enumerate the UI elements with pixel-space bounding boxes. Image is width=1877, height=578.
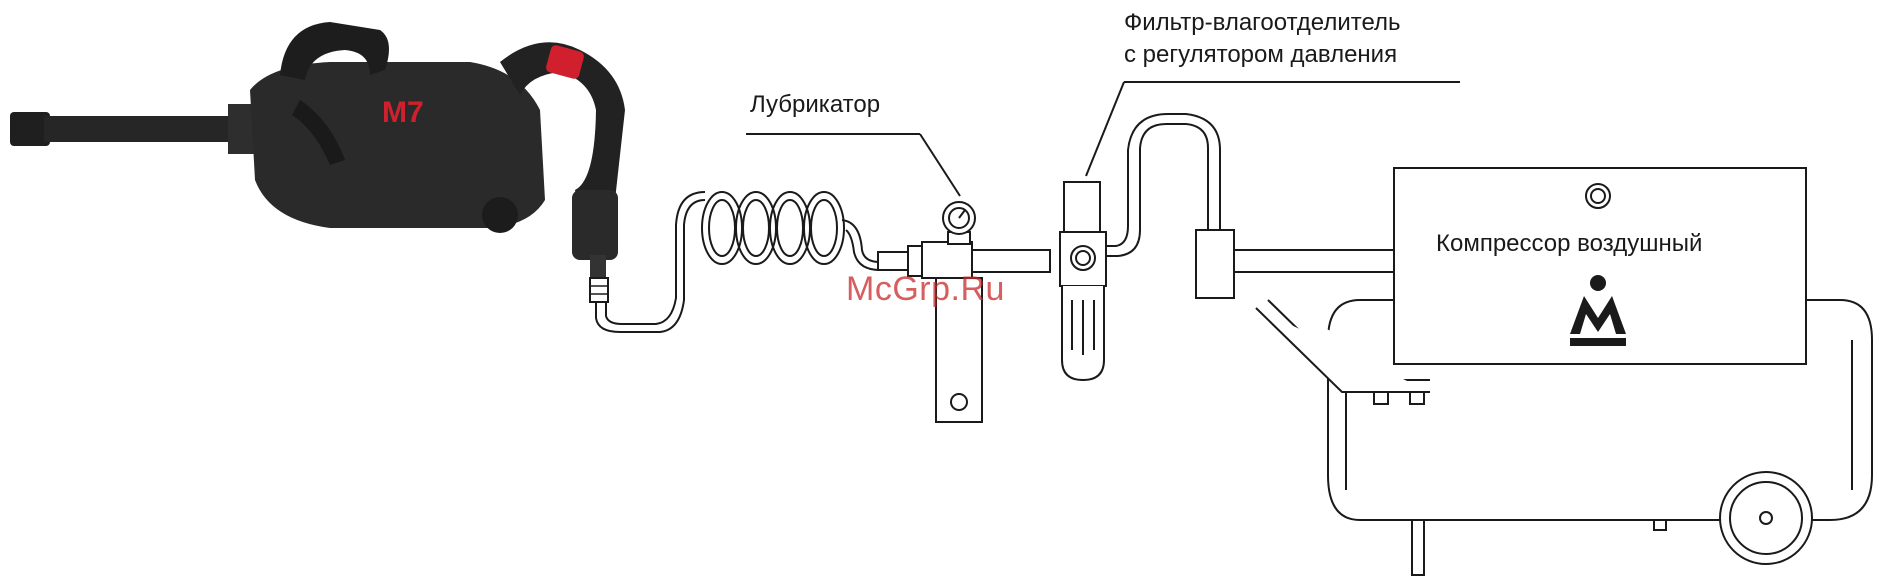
air-pipe xyxy=(1106,114,1394,298)
compressor-label: Компрессор воздушный xyxy=(1436,230,1702,258)
impact-wrench-illustration: M7 xyxy=(10,22,625,302)
filter-regulator-unit xyxy=(1060,182,1106,380)
lubricator-label: Лубрикатор xyxy=(750,92,880,118)
filter-regulator-label-line2: с регулятором давления xyxy=(1124,42,1397,68)
watermark: McGrp.Ru xyxy=(846,270,1005,309)
coiled-hose xyxy=(702,192,880,270)
lubricator-unit xyxy=(878,202,1050,422)
filter-regulator-label-line1: Фильтр-влагоотделитель xyxy=(1124,10,1401,36)
brand-mark: M7 xyxy=(382,96,424,129)
